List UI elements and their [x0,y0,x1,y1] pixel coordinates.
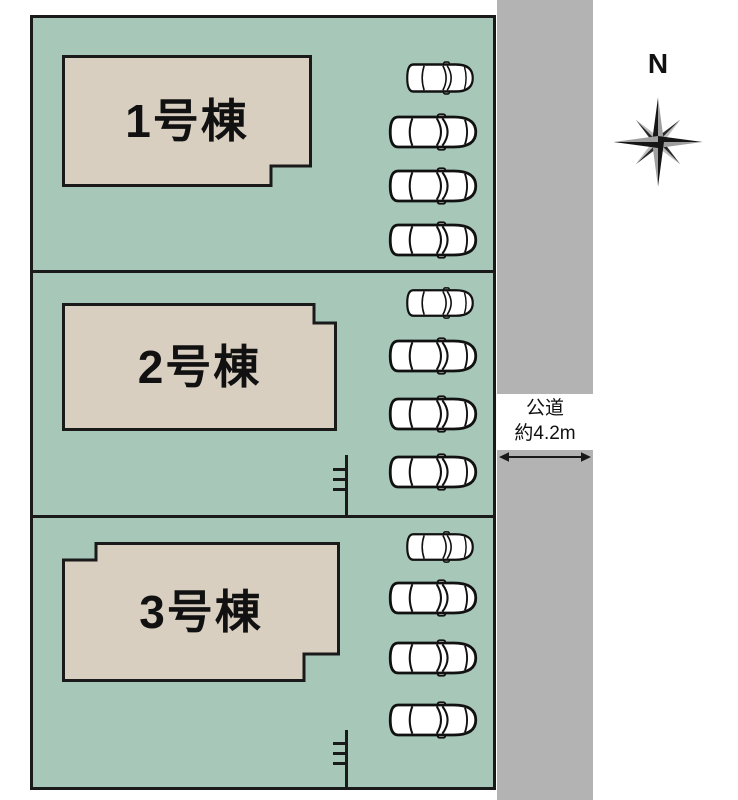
car-icon [388,638,478,678]
lot-divider-2 [33,515,493,518]
car-icon [388,394,478,434]
building-3-footprint [62,542,340,682]
building-3-label: 3号棟 [139,586,263,638]
car-icon [405,286,475,320]
car-icon [388,452,478,492]
car-icon [388,166,478,206]
entrance-steps-mark [333,488,345,491]
road-width-label: 公道 約4.2m [497,394,593,451]
parking-boundary-line [345,455,348,515]
car-icon [388,220,478,260]
car-icon [388,578,478,618]
road-width-value: 約4.2m [514,422,576,444]
entrance-steps-mark [333,762,345,765]
car-icon [405,530,475,564]
entrance-steps-mark [333,468,345,471]
building-2-label: 2号棟 [137,341,262,393]
parking-boundary-line [345,730,348,788]
building-3: 3号棟 [62,542,340,682]
entrance-steps-mark [333,752,345,755]
road-name: 公道 [525,398,564,419]
building-1-label: 1号棟 [125,95,249,147]
north-label: N [647,48,669,79]
entrance-steps-mark [333,742,345,745]
car-icon [388,700,478,740]
road-width-arrow-icon [499,452,591,462]
entrance-steps-mark [333,478,345,481]
car-icon [405,60,475,96]
car-icon [388,112,478,152]
building-1-footprint [62,55,312,187]
building-2-footprint [62,303,337,431]
building-2: 2号棟 [62,303,337,431]
car-icon [388,336,478,376]
compass-rose-icon [613,97,703,187]
building-1: 1号棟 [62,55,312,187]
lot-divider-1 [33,270,493,273]
